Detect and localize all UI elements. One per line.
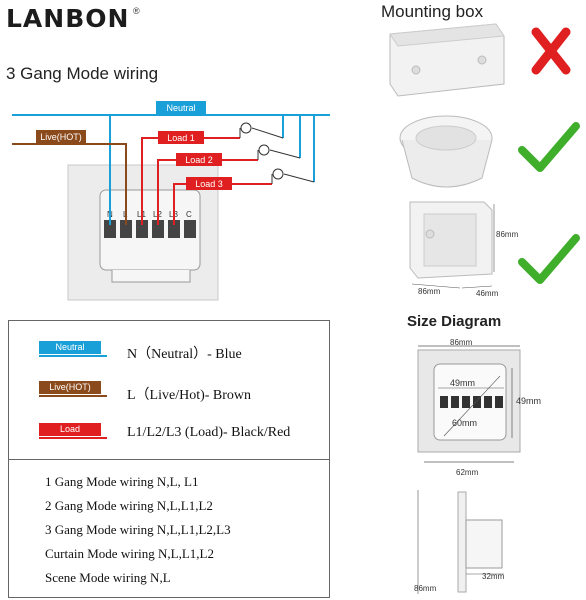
wire-legend: Neutral Live(HOT) Load N（Neutral）- Blue … (8, 320, 330, 460)
mounting-dim-width: 86mm (418, 287, 441, 296)
load1-tag: Load 1 (167, 133, 195, 143)
mode-3-gang: 3 Gang Mode wiring N,L,L1,L2,L3 (45, 522, 231, 537)
size-dim-inner: 49mm (450, 378, 476, 388)
size-dim-diagonal: 60mm (452, 418, 478, 428)
legend-load-tag: Load (59, 424, 81, 434)
live-wire (12, 143, 127, 225)
wiring-modes-list (8, 460, 330, 598)
neutral-wire (12, 114, 330, 225)
bulb-icon (239, 122, 315, 184)
mode-curtain: Curtain Mode wiring N,L,L1,L2 (45, 546, 214, 561)
mode-scene: Scene Mode wiring N,L (45, 570, 171, 585)
wiring-diagram: N L L1 L2 L3 C Neutral Live(HOT) Load 1 … (12, 101, 330, 301)
brand-registered-mark: ® (133, 6, 140, 16)
load3-tag: Load 3 (195, 179, 223, 189)
size-dim-top: 86mm (450, 338, 473, 347)
legend-neutral-tag: Neutral (55, 342, 85, 352)
cross-icon (531, 27, 571, 75)
mode-1-gang: 1 Gang Mode wiring N,L, L1 (45, 474, 199, 489)
mounting-box-square (409, 201, 580, 289)
legend-neutral-text: N（Neutral）- Blue (127, 347, 242, 362)
check-icon (518, 122, 580, 172)
legend-load-text: L1/L2/L3 (Load)- Black/Red (127, 425, 291, 440)
mounting-dim-height: 86mm (496, 230, 519, 239)
size-side-plate (457, 491, 467, 593)
size-dim-side-depth: 32mm (482, 572, 505, 581)
size-dim-bottom: 62mm (456, 468, 479, 477)
size-dim-right: 49mm (516, 396, 542, 406)
mode-2-gang: 2 Gang Mode wiring N,L,L1,L2 (45, 498, 213, 513)
mounting-box-title: Mounting box (381, 2, 484, 21)
wiring-title: 3 Gang Mode wiring (6, 64, 159, 83)
live-tag: Live(HOT) (40, 132, 82, 142)
load2-tag: Load 2 (185, 155, 213, 165)
check-icon (518, 234, 580, 284)
load-wires (141, 137, 272, 225)
terminal-block (104, 220, 196, 238)
terminal-c-label: C (186, 210, 192, 219)
mounting-box-rect (389, 23, 571, 97)
brand-logo: LANBON (6, 4, 130, 33)
legend-live-text: L（Live/Hot)- Brown (127, 388, 252, 403)
size-dim-side-height: 86mm (414, 584, 437, 593)
size-diagram (417, 345, 521, 594)
legend-swatches (39, 341, 107, 439)
neutral-tag: Neutral (166, 103, 195, 113)
size-diagram-title: Size Diagram (407, 313, 502, 330)
mounting-dim-depth: 46mm (476, 289, 499, 298)
mounting-box-round (399, 115, 580, 188)
legend-live-tag: Live(HOT) (49, 382, 91, 392)
